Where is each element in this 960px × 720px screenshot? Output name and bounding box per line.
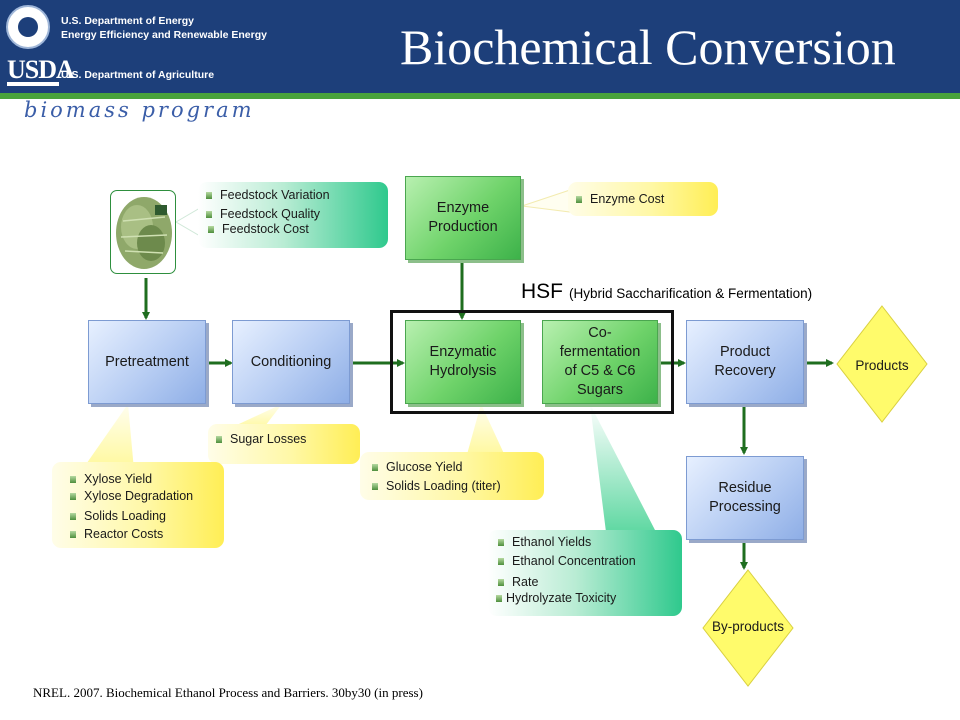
doe-seal-icon — [6, 5, 50, 49]
pretreatment-callout-pointer — [82, 404, 134, 470]
pretreatment-label: Pretreatment — [105, 353, 189, 370]
hsf-label: HSF — [521, 280, 563, 303]
enzyme-production-label-line2: Production — [428, 219, 498, 235]
header-stripe — [0, 93, 960, 99]
bullet-icon — [498, 578, 504, 586]
page-title: Biochemical Conversion — [400, 19, 896, 75]
sugar-callout-pointer — [226, 404, 282, 430]
bullet-icon — [498, 557, 504, 565]
cofermentation-label-line2: fermentation — [559, 344, 641, 360]
sugar-callout: Sugar Losses — [208, 424, 360, 464]
usda-logo: USDA — [7, 55, 75, 84]
bullet-icon — [206, 191, 212, 199]
cofermentation-label-line3: of C5 & C6 — [564, 363, 636, 379]
callout-item: Enzyme Cost — [576, 192, 664, 206]
bullet-icon — [208, 225, 214, 233]
enzyme-callout-pointer — [521, 189, 571, 213]
enzymatic-hydrolysis-box: Enzymatic Hydrolysis — [405, 320, 521, 404]
enzyme-callout: Enzyme Cost — [568, 182, 718, 216]
byproducts-label: By-products — [711, 619, 785, 634]
feedstock-bale-image — [110, 190, 176, 274]
pretreatment-callout: Xylose Yield Xylose Degradation Solids L… — [52, 462, 224, 548]
callout-item: Solids Loading — [70, 509, 166, 523]
conditioning-label: Conditioning — [250, 353, 332, 370]
residue-processing-label-line1: Residue — [718, 480, 772, 496]
bullet-icon — [372, 482, 378, 490]
program-tagline: biomass program — [24, 98, 255, 122]
conditioning-box: Conditioning — [232, 320, 350, 404]
product-recovery-label-line2: Recovery — [714, 363, 776, 379]
bullet-icon — [70, 530, 76, 538]
bullet-icon — [70, 492, 76, 500]
callout-item: Ethanol Concentration — [498, 554, 636, 568]
residue-processing-label-line2: Processing — [709, 499, 781, 515]
fermentation-callout-pointer — [590, 404, 656, 532]
bullet-icon — [498, 538, 504, 546]
agency-energy-name: U.S. Department of Energy — [61, 15, 195, 27]
cofermentation-label-line1: Co- — [588, 325, 612, 341]
bullet-icon — [70, 475, 76, 483]
callout-item: Feedstock Cost — [208, 222, 309, 236]
feedstock-callout-pointer — [175, 207, 201, 237]
callout-item: Reactor Costs — [70, 527, 163, 541]
header-bar — [0, 0, 960, 93]
callout-item: Rate — [498, 575, 538, 589]
callout-item: Xylose Yield — [70, 472, 152, 486]
usda-logo-wave — [7, 82, 59, 86]
callout-item: Xylose Degradation — [70, 489, 193, 503]
products-label: Products — [855, 358, 909, 373]
enzymatic-hydrolysis-label-line1: Enzymatic — [429, 344, 497, 360]
enzyme-production-label-line1: Enzyme — [436, 200, 490, 216]
cofermentation-label-line4: Sugars — [577, 382, 623, 398]
bullet-icon — [206, 210, 212, 218]
callout-item: Feedstock Variation — [206, 188, 330, 202]
product-recovery-box: Product Recovery — [686, 320, 804, 404]
pretreatment-box: Pretreatment — [88, 320, 206, 404]
bullet-icon — [372, 463, 378, 471]
callout-item: Feedstock Quality — [206, 207, 320, 221]
callout-item: Solids Loading (titer) — [372, 479, 501, 493]
bullet-icon — [70, 512, 76, 520]
hsf-description: (Hybrid Saccharification & Fermentation) — [569, 286, 813, 301]
callout-item: Ethanol Yields — [498, 535, 591, 549]
bullet-icon — [216, 435, 222, 443]
hsf-boundary — [390, 310, 674, 414]
callout-item: Sugar Losses — [216, 432, 306, 446]
bullet-icon — [576, 195, 582, 203]
hydrolysis-callout-pointer — [466, 404, 506, 458]
products-diamond — [836, 305, 928, 423]
citation: NREL. 2007. Biochemical Ethanol Process … — [33, 685, 423, 700]
cofermentation-box: Co- fermentation of C5 & C6 Sugars — [542, 320, 658, 404]
agency-agriculture-name: U.S. Department of Agriculture — [61, 69, 215, 81]
residue-processing-box: Residue Processing — [686, 456, 804, 540]
agency-energy-office: Energy Efficiency and Renewable Energy — [61, 29, 267, 41]
feedstock-callout: Feedstock Variation Feedstock Quality Fe… — [198, 182, 388, 248]
fermentation-callout: Ethanol Yields Ethanol Concentration Rat… — [488, 530, 682, 616]
byproducts-diamond — [702, 569, 794, 687]
enzymatic-hydrolysis-label-line2: Hydrolysis — [429, 363, 497, 379]
enzyme-production-box: Enzyme Production — [405, 176, 521, 260]
hay-bale-icon — [116, 197, 172, 269]
product-recovery-label-line1: Product — [720, 344, 770, 360]
bullet-icon — [496, 594, 502, 602]
hydrolysis-callout: Glucose Yield Solids Loading (titer) — [360, 452, 544, 500]
callout-item: Glucose Yield — [372, 460, 462, 474]
callout-item: Hydrolyzate Toxicity — [496, 591, 616, 605]
